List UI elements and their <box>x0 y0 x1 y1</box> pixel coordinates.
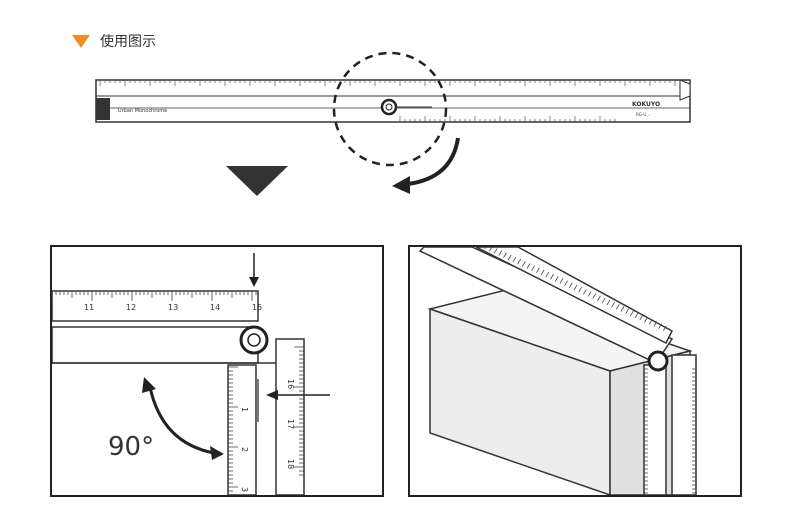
angle-label: 90° <box>108 432 154 462</box>
scale-number: 3 <box>240 487 249 492</box>
scale-number: 11 <box>84 303 94 312</box>
hinge-icon <box>647 350 669 372</box>
section-header: 使用图示 <box>72 30 156 52</box>
ruler-on-block <box>418 247 697 495</box>
scale-number: 2 <box>240 447 249 452</box>
scale-number: 14 <box>210 303 220 312</box>
orange-triangle-icon <box>72 34 90 48</box>
scale-number: 15 <box>252 303 262 312</box>
folding-ruler: Urban Monochrome KOKUYO RG-U... <box>95 79 691 123</box>
brand-label: KOKUYO <box>632 101 660 108</box>
angle-arc-arrow-icon <box>148 386 215 455</box>
scale-number: 1 <box>240 407 249 412</box>
down-triangle-icon <box>226 166 288 196</box>
zoom-circle <box>332 51 448 167</box>
right-panel <box>408 245 742 497</box>
scale-number: 18 <box>286 459 295 469</box>
right-panel-drawing <box>418 247 697 495</box>
scale-number: 12 <box>126 303 136 312</box>
scale-number: 13 <box>168 303 178 312</box>
model-code-label: RG-U... <box>636 112 650 117</box>
section-title: 使用图示 <box>100 34 156 50</box>
scale-number: 17 <box>286 419 295 429</box>
product-name-label: Urban Monochrome <box>118 108 167 114</box>
scale-number: 16 <box>286 379 295 389</box>
down-arrow-icon <box>249 277 259 287</box>
rotation-arrow-icon <box>407 137 460 186</box>
left-arrow-icon <box>266 390 278 400</box>
